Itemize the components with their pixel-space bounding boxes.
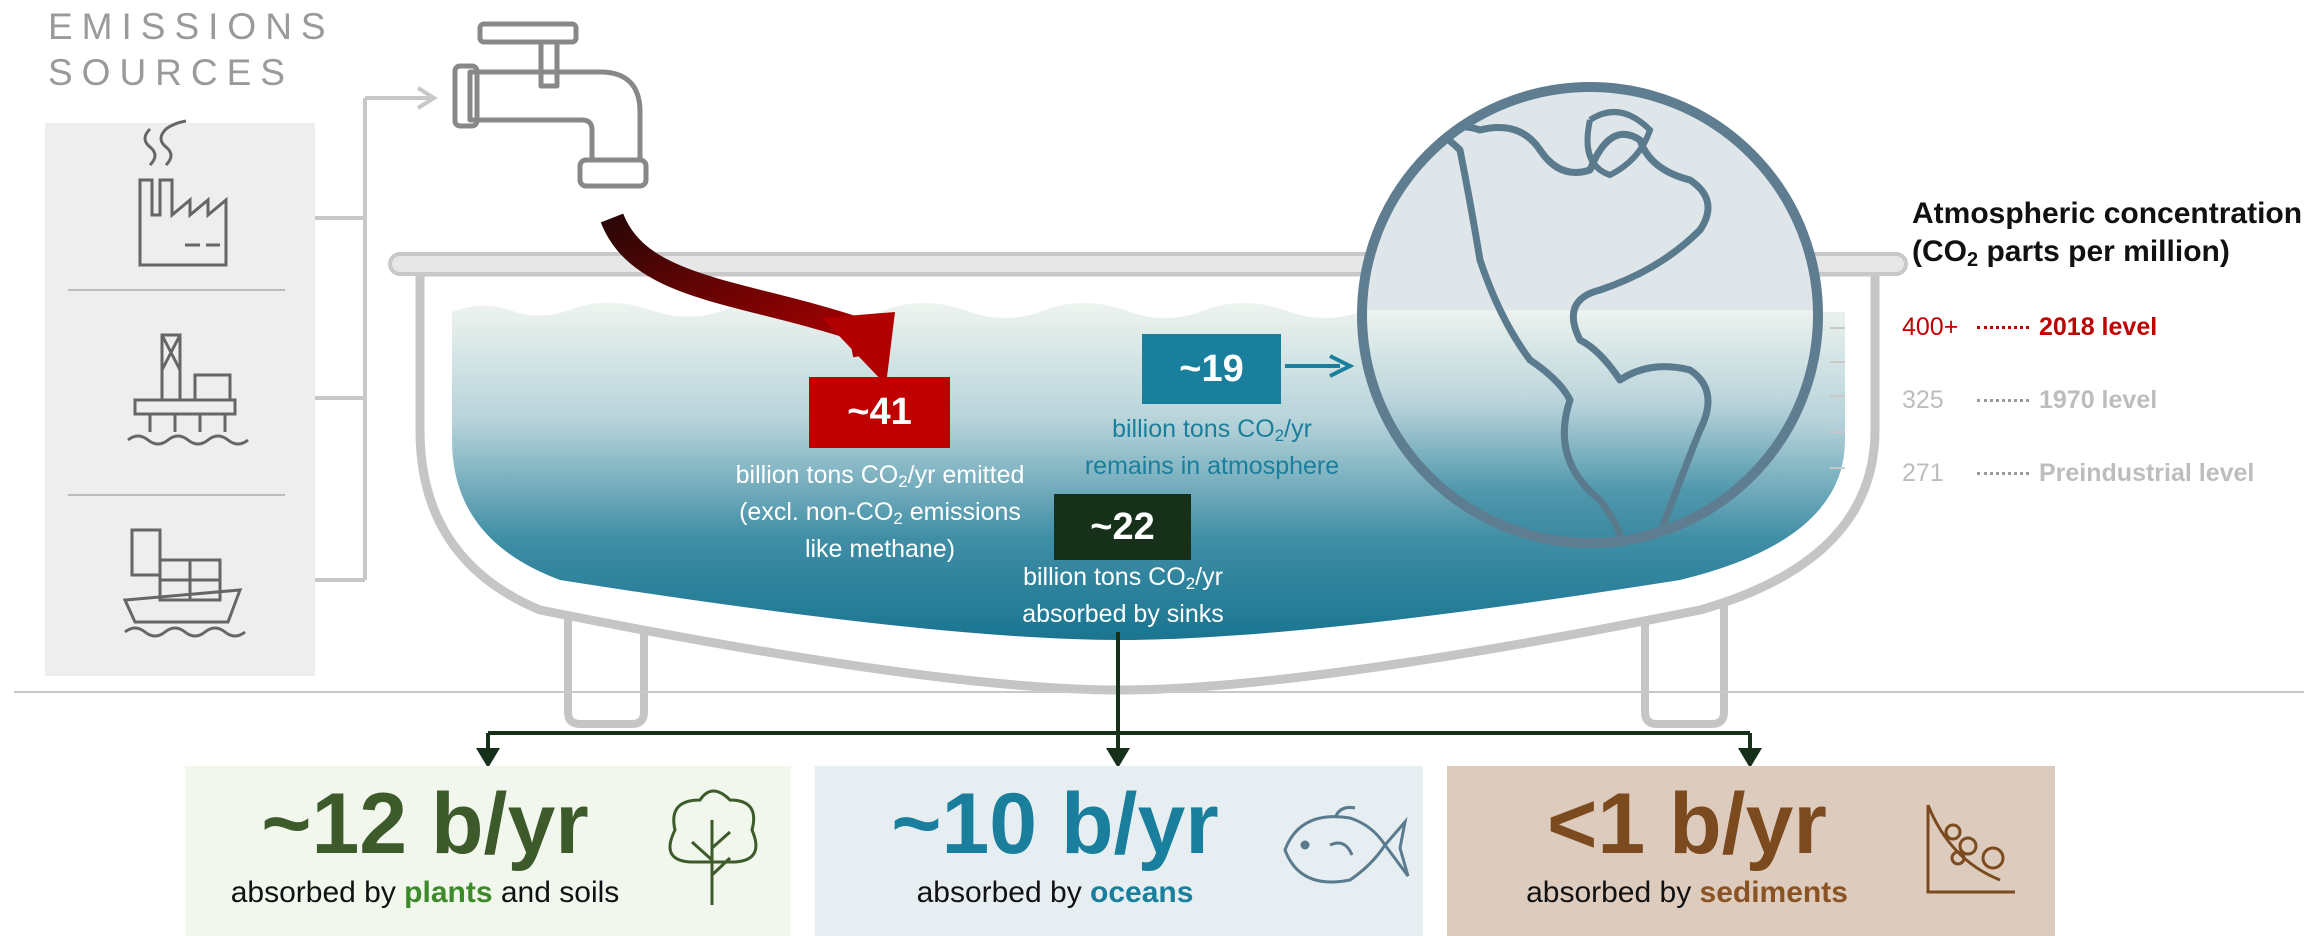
level-2018: 400+ 2018 level [1902, 313, 2158, 341]
emitted-caption: billion tons CO2/yr emitted (excl. non-C… [735, 461, 1025, 563]
atmosphere-title: Atmospheric concentration (CO2 parts per… [1912, 197, 2303, 271]
tree-icon [668, 789, 758, 905]
remains-caption: billion tons CO2/yr remains in atmospher… [1084, 415, 1340, 480]
sink-plants: ~12 b/yr absorbed by plants and soils [185, 766, 665, 936]
sink-oceans: ~10 b/yr absorbed by oceans [815, 766, 1295, 936]
oil-rig-icon [127, 333, 249, 446]
sediments-panel-bg [1447, 766, 2055, 936]
cargo-ship-icon [122, 528, 246, 638]
sink-plants-value: ~12 b/yr [261, 776, 589, 872]
sink-oceans-caption: absorbed by oceans [916, 876, 1194, 909]
emitted-value-box: ~41 [809, 377, 950, 448]
sink-sediments: <1 b/yr absorbed by sediments [1447, 766, 1927, 936]
sources-title: EMISSIONS SOURCES [48, 6, 335, 93]
level-1970: 325 1970 level [1902, 386, 2158, 414]
faucet-icon [452, 21, 649, 189]
rocks-icon [1926, 804, 2015, 894]
absorbed-caption: billion tons CO2/yr absorbed by sinks [1022, 563, 1224, 628]
fish-icon [1283, 806, 1410, 884]
remains-value-box: ~19 [1142, 334, 1281, 404]
level-preindustrial: 271 Preindustrial level [1902, 459, 2255, 487]
sink-plants-caption: absorbed by plants and soils [230, 876, 620, 909]
sink-sediments-caption: absorbed by sediments [1526, 876, 1848, 909]
sink-oceans-value: ~10 b/yr [891, 776, 1219, 872]
factory-icon [138, 119, 228, 267]
absorbed-value-box: ~22 [1054, 494, 1191, 560]
oceans-panel-bg [815, 766, 1423, 936]
plants-panel-bg [185, 766, 791, 936]
sink-sediments-value: <1 b/yr [1547, 776, 1827, 872]
